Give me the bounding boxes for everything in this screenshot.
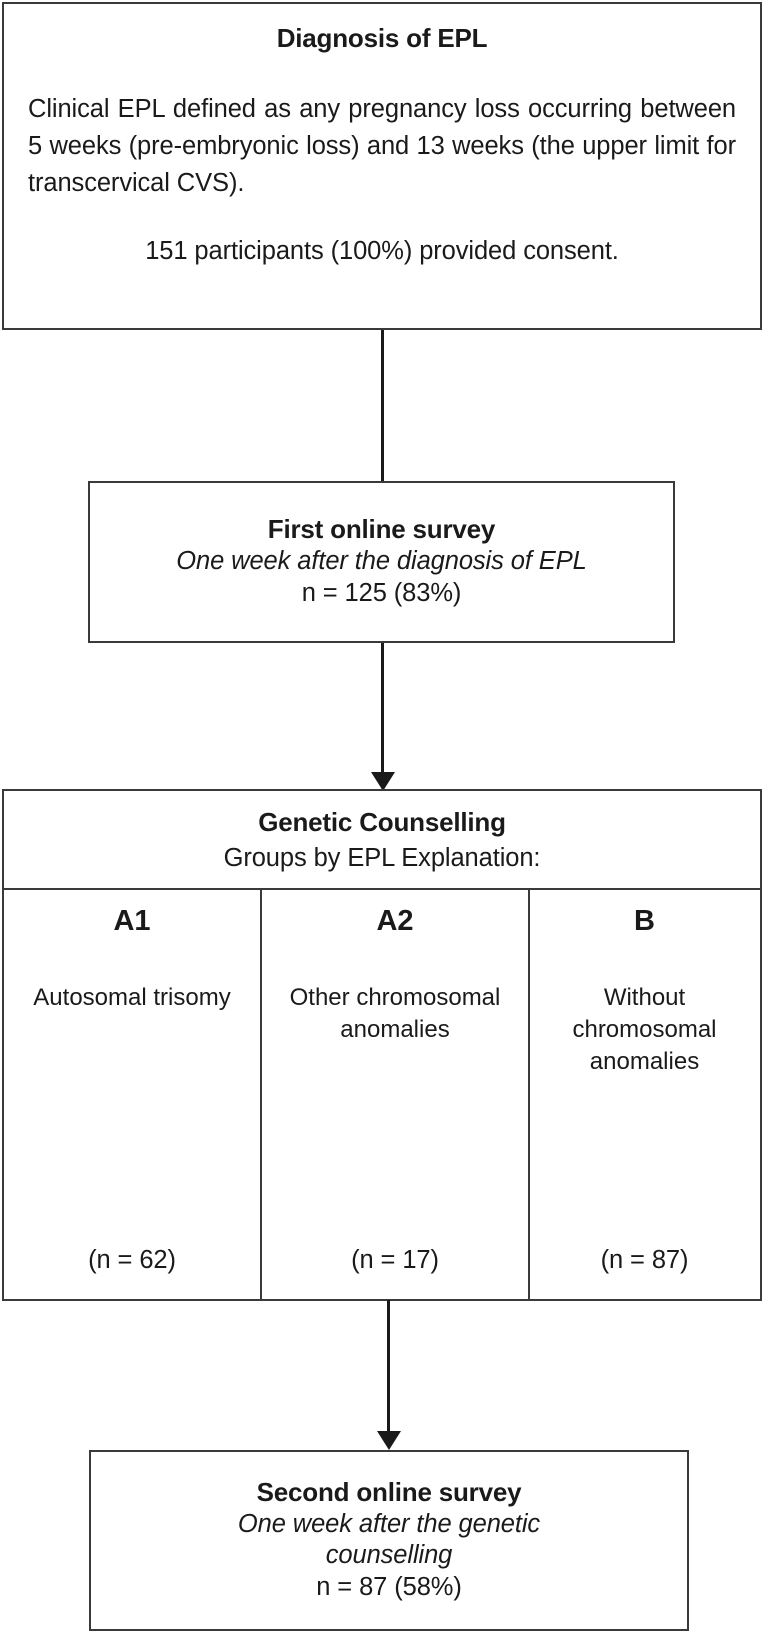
connector-line [381,643,384,772]
first-survey-title: First online survey [267,514,496,545]
group-code-a1: A1 [113,905,151,938]
group-column-a2: A2 Other chromosomal anomalies (n = 17) [260,890,528,1299]
second-survey-count: n = 87 (58%) [316,1573,462,1602]
genetic-counselling-box: Genetic Counselling Groups by EPL Explan… [2,789,762,1301]
diagnosis-definition-text: Clinical EPL defined as any pregnancy lo… [28,94,736,198]
group-count-b: (n = 87) [600,1246,689,1274]
group-description-a1: Autosomal trisomy [33,984,231,1012]
group-column-b: B Without chromosomal anomalies (n = 87) [528,890,759,1299]
genetic-counselling-subtitle: Groups by EPL Explanation: [223,844,541,873]
arrowhead-down-icon [376,1431,401,1450]
group-column-a1: A1 Autosomal trisomy (n = 62) [4,890,260,1299]
diagnosis-consent-text: 151 participants (100%) provided consent… [145,236,619,265]
diagnosis-title: Diagnosis of EPL [276,23,488,53]
group-description-a2: Other chromosomal anomalies [289,984,501,1043]
connector-genetic-counselling-to-second-survey [376,1300,401,1450]
arrowhead-down-icon [370,772,395,791]
genetic-counselling-groups: A1 Autosomal trisomy (n = 62) A2 Other c… [4,890,760,1299]
group-count-a2: (n = 17) [351,1246,439,1274]
first-survey-timing: One week after the diagnosis of EPL [176,546,587,575]
connector-line [381,330,384,483]
second-survey-box: Second online survey One week after the … [89,1450,689,1631]
group-code-b: B [634,905,655,938]
diagnosis-box: Diagnosis of EPL Clinical EPL defined as… [2,2,762,330]
group-description-b: Without chromosomal anomalies [572,984,717,1075]
first-survey-box: First online survey One week after the d… [88,481,675,643]
connector-line [387,1300,390,1431]
genetic-counselling-header: Genetic Counselling Groups by EPL Explan… [4,791,760,891]
connector-first-survey-to-genetic-counselling [370,643,395,791]
first-survey-count: n = 125 (83%) [301,579,462,608]
group-count-a1: (n = 62) [88,1246,176,1274]
second-survey-timing: One week after the genetic counselling [237,1509,541,1570]
genetic-counselling-title: Genetic Counselling [258,807,506,837]
second-survey-title: Second online survey [256,1477,522,1508]
group-code-a2: A2 [376,905,414,938]
connector-diagnosis-to-first-survey [381,330,384,483]
